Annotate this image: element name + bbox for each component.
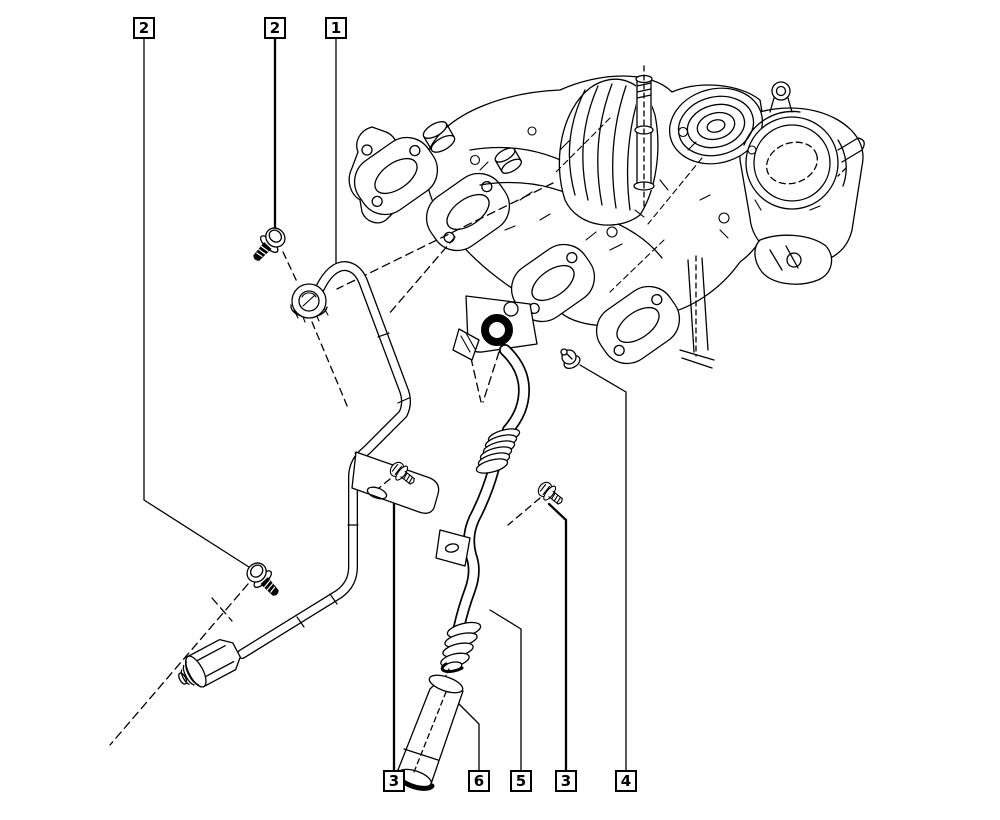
- callout-3-bottom-left[interactable]: 3: [383, 770, 405, 792]
- callout-5-bottom[interactable]: 5: [510, 770, 532, 792]
- leader-line-3-right: [547, 502, 568, 772]
- leader-line-4: [579, 364, 627, 771]
- turbocharger-assembly-drawing: [348, 65, 865, 369]
- bolt-3-right: [537, 481, 564, 505]
- callout-label: 2: [269, 18, 281, 37]
- oil-return-hose: [394, 674, 464, 791]
- manifold-port-flange: [595, 285, 681, 365]
- heat-shield: [558, 78, 659, 226]
- oil-return-pipe: [435, 295, 538, 681]
- leader-line-6: [451, 696, 480, 771]
- callout-label: 2: [138, 18, 150, 37]
- callout-label: 1: [330, 18, 342, 37]
- bolt-4: [560, 348, 581, 370]
- dashed-line-turbo-to-banjo: [336, 182, 554, 290]
- dashed-line-union-axis-2: [211, 597, 233, 622]
- return-pipe-bellows: [475, 428, 521, 474]
- dashed-axis-bolt-2-upper: [282, 251, 299, 285]
- callout-label: 3: [560, 771, 572, 790]
- compressor-inlet: [743, 81, 865, 210]
- oil-supply-pipe: [178, 261, 440, 688]
- hose-fitting-ribs: [440, 621, 482, 674]
- callout-2-top-middle[interactable]: 2: [264, 17, 286, 39]
- callout-label: 5: [515, 771, 527, 790]
- banjo-union: [290, 283, 329, 323]
- leader-lines: [143, 37, 627, 772]
- dashed-axis-banjo: [311, 321, 349, 409]
- manifold-boss: [494, 147, 522, 174]
- callout-2-top-left[interactable]: 2: [133, 17, 155, 39]
- dashed-line-return-flange-axis: [467, 344, 500, 403]
- dashed-line-union-axis: [109, 583, 249, 746]
- callout-label: 6: [473, 771, 485, 790]
- dashed-axis-bolt-3-right: [507, 497, 541, 526]
- bolt-3-left: [389, 461, 416, 485]
- alignment-dashed-lines: [109, 182, 554, 746]
- callout-4-bottom[interactable]: 4: [615, 770, 637, 792]
- callout-label: 4: [620, 771, 632, 790]
- bolt-2-upper: [253, 227, 286, 261]
- support-bracket: [679, 255, 715, 369]
- manifold-port-flange: [353, 136, 439, 216]
- dashed-axis-bolt-3-left: [378, 478, 391, 489]
- callout-3-bottom-right[interactable]: 3: [555, 770, 577, 792]
- manifold-boss: [422, 121, 456, 153]
- pipe-union-nut: [178, 638, 241, 688]
- manifold-port-flange: [425, 172, 511, 252]
- callout-6-bottom[interactable]: 6: [468, 770, 490, 792]
- o-ring-seal: [481, 314, 513, 346]
- leader-line-2-left: [143, 38, 253, 570]
- leader-line-5: [489, 609, 522, 771]
- dashed-line-turbo-to-elbow: [387, 236, 456, 316]
- mounting-stud: [633, 65, 655, 207]
- bolt-2-lower: [246, 562, 279, 596]
- callout-label: 3: [388, 771, 400, 790]
- return-pipe-bracket: [435, 529, 471, 567]
- bolt-axis-dashed-lines: [282, 251, 541, 526]
- callout-1-top[interactable]: 1: [325, 17, 347, 39]
- supply-pipe-bracket: [351, 451, 440, 514]
